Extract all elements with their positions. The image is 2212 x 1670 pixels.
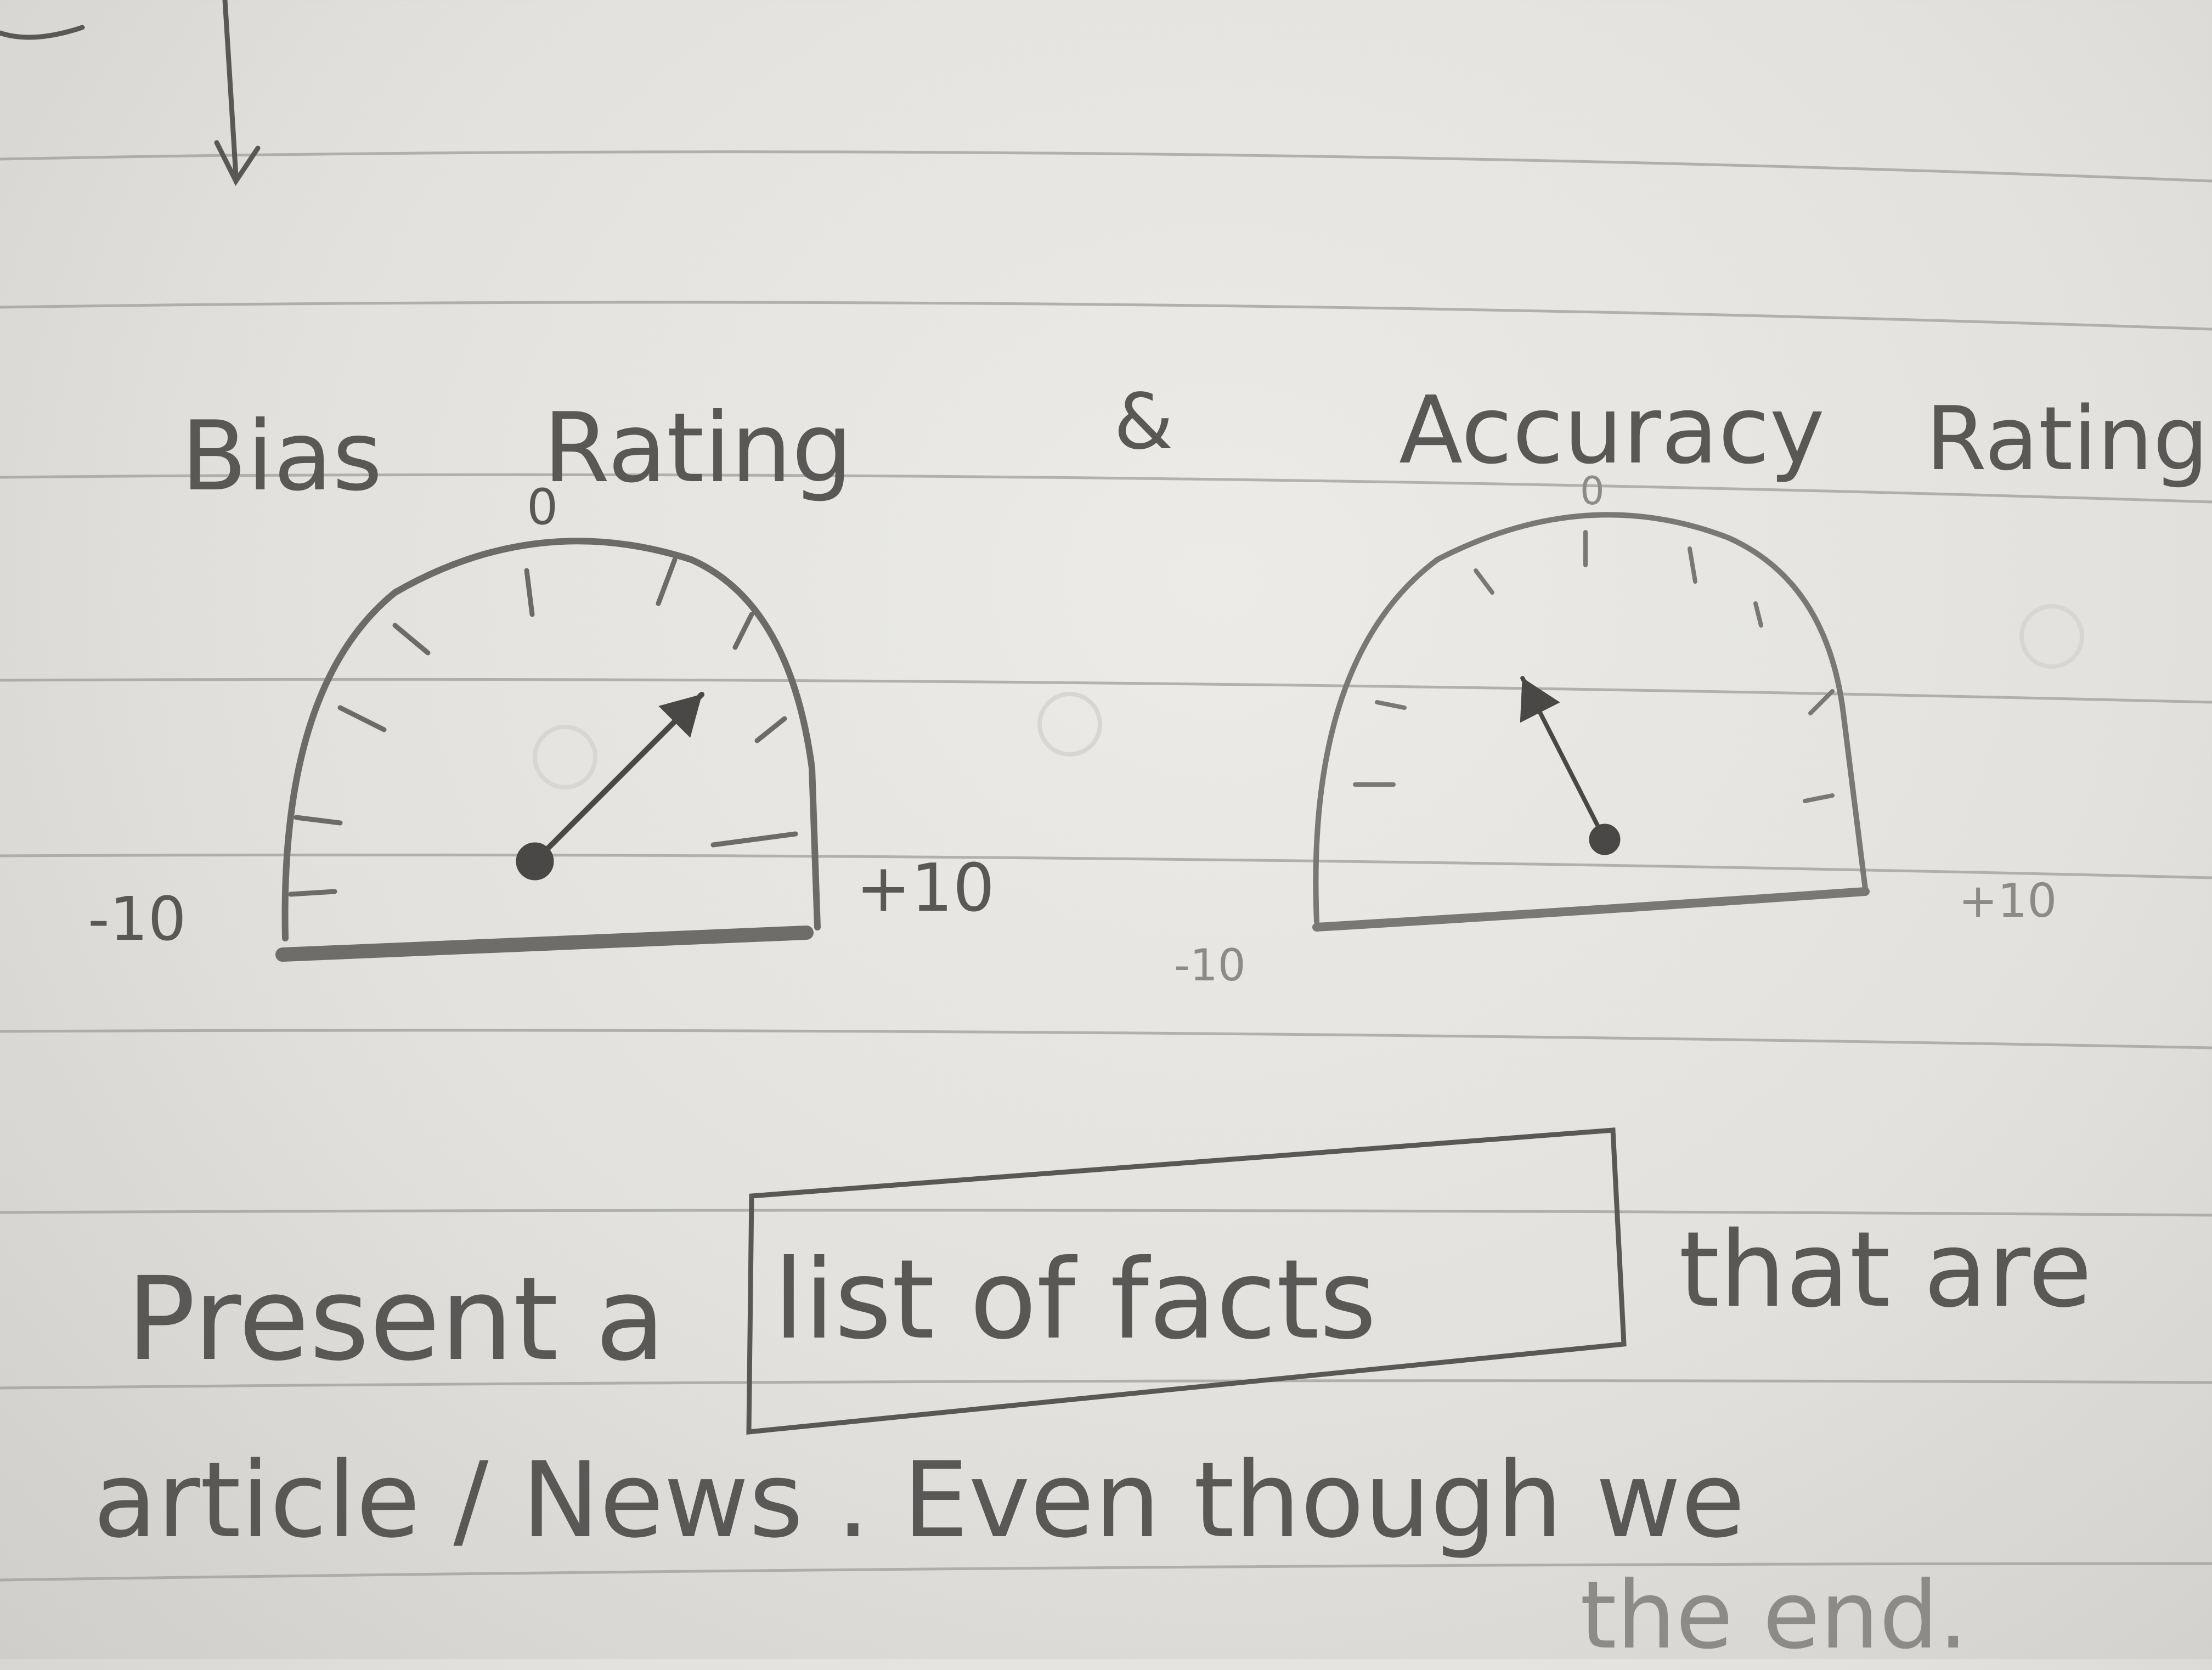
bias-gauge-ticks <box>288 557 798 897</box>
heading-word-accuracy: Accuracy <box>1399 376 1825 485</box>
accuracy-min-label: -10 <box>1174 940 1246 991</box>
needle-arrowhead <box>658 694 702 738</box>
bias-gauge <box>275 538 821 962</box>
top-arrow-drawing <box>0 0 261 186</box>
paper-impressions <box>533 604 2084 789</box>
accuracy-needle <box>1520 675 1621 855</box>
text-line-1-start: Present a <box>126 1252 666 1386</box>
heading-word-rating-2: Rating <box>1926 387 2209 490</box>
accuracy-max-label: +10 <box>1959 874 2057 928</box>
text-line-1-boxed: list of facts <box>774 1236 1377 1364</box>
bias-needle <box>516 691 705 881</box>
needle-arrowhead <box>1520 678 1560 723</box>
facts-box <box>746 1127 1627 1435</box>
heading-word-bias: Bias <box>181 401 383 512</box>
bias-top-label: 0 <box>527 478 558 536</box>
text-line-3-partial: the end. <box>1580 1561 1968 1670</box>
needle-shaft <box>532 691 705 864</box>
heading-ampersand: & <box>1114 377 1174 467</box>
accuracy-gauge <box>1312 512 1870 932</box>
ruled-lines <box>0 150 2212 1582</box>
text-line-2: article / News . Even though we <box>93 1440 1745 1561</box>
needle-pivot <box>516 842 554 881</box>
accuracy-gauge-ticks <box>1353 530 1835 803</box>
bias-min-label: -10 <box>88 884 187 954</box>
text-line-1-end: that are <box>1679 1209 2092 1330</box>
accuracy-top-label: 0 <box>1580 469 1605 514</box>
bias-max-label: +10 <box>856 850 995 927</box>
needle-pivot <box>1589 823 1621 855</box>
heading-word-rating-1: Rating <box>543 393 853 504</box>
